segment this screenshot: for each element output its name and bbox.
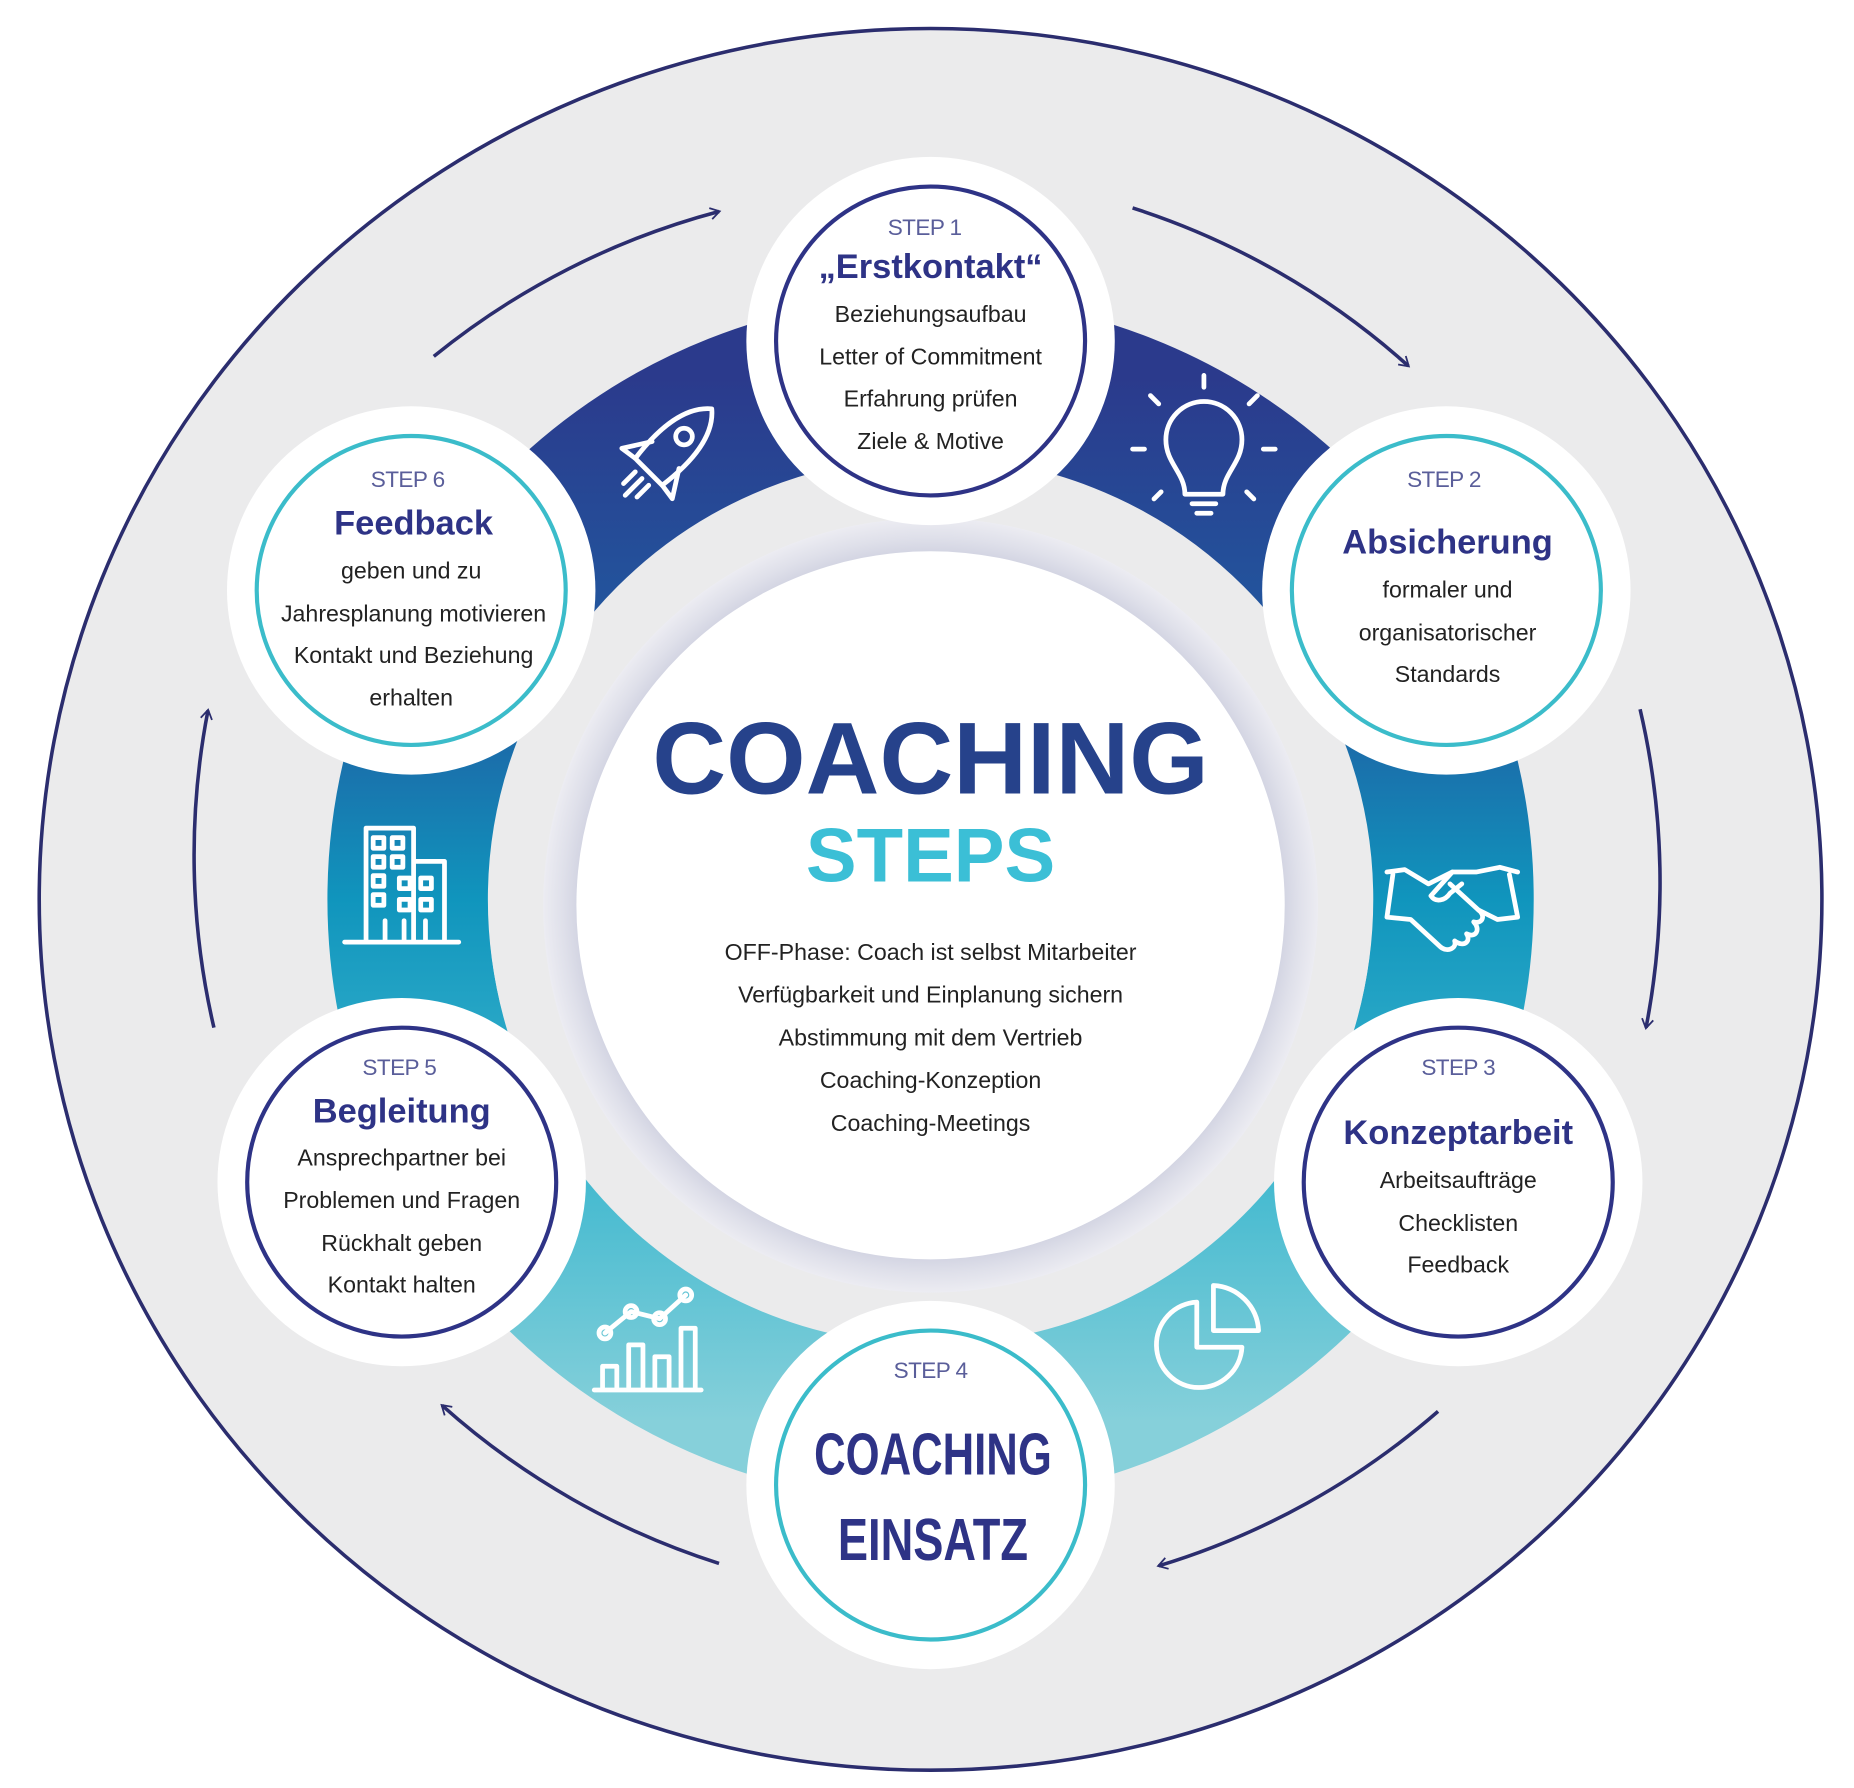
step-title-line: EINSATZ [838, 1506, 1028, 1573]
step-label: STEP 4 [894, 1358, 968, 1383]
arrow-5-to-6 [192, 708, 216, 1029]
step-line: Problemen und Fragen [283, 1187, 520, 1213]
step-1-circle: STEP 1 „Erstkontakt“ Beziehungsaufbau Le… [746, 156, 1115, 526]
arrow-6-to-1 [432, 207, 722, 358]
step-title: Absicherung [1342, 524, 1553, 562]
step-4-circle: STEP 4 COACHING EINSATZ [746, 1300, 1115, 1670]
pie-chart-icon [1154, 1283, 1261, 1390]
step-2-circle: STEP 2 Absicherung formaler und organisa… [1262, 406, 1631, 775]
step-line: Checklisten [1398, 1210, 1518, 1236]
step-line: Rückhalt geben [321, 1230, 482, 1256]
bar-line-chart-icon [591, 1286, 704, 1393]
step-label: STEP 1 [888, 215, 962, 240]
step-5-circle: STEP 5 Begleitung Ansprechpartner bei Pr… [217, 997, 586, 1367]
step-title: Konzeptarbeit [1343, 1114, 1573, 1152]
step-line: Kontakt und Beziehung [294, 642, 534, 668]
step-line: Ziele & Motive [857, 428, 1004, 454]
rocket-icon [619, 406, 715, 502]
step-line: erhalten [369, 685, 453, 711]
arrow-2-to-3 [1638, 708, 1662, 1031]
step-line: formaler und [1383, 577, 1513, 603]
step-line: geben und zu [341, 558, 481, 584]
arrow-4-to-5 [440, 1403, 720, 1566]
step-title: Begleitung [313, 1093, 491, 1131]
step-label: STEP 3 [1421, 1055, 1495, 1080]
building-icon [342, 825, 462, 945]
step-line: Standards [1395, 661, 1501, 687]
cycle-arrows [192, 206, 1662, 1570]
step-line: Arbeitsaufträge [1380, 1167, 1537, 1193]
center-line: Coaching-Konzeption [820, 1067, 1041, 1093]
center-subtitle: STEPS [806, 814, 1055, 899]
center-line: Coaching-Meetings [831, 1110, 1031, 1136]
step-label: STEP 2 [1407, 467, 1481, 492]
step-title-line: COACHING [814, 1420, 1052, 1487]
step-line: Jahresplanung motivieren [281, 600, 546, 626]
handshake-icon [1384, 864, 1521, 952]
center-line: OFF-Phase: Coach ist selbst Mitarbeiter [725, 939, 1137, 965]
step-title: „Erstkontakt“ [819, 248, 1043, 286]
center-line: Verfügbarkeit und Einplanung sichern [738, 982, 1123, 1008]
step-line: Kontakt halten [328, 1272, 476, 1298]
arrow-3-to-4 [1156, 1410, 1440, 1570]
step-label: STEP 6 [371, 467, 445, 492]
step-title: Feedback [334, 505, 494, 543]
step-line: Letter of Commitment [819, 344, 1042, 370]
lightbulb-icon [1130, 373, 1278, 516]
center-title: COACHING [652, 701, 1208, 816]
step-3-circle: STEP 3 Konzeptarbeit Arbeitsaufträge Che… [1274, 997, 1643, 1367]
center-circle [576, 551, 1285, 1260]
step-6-circle: STEP 6 Feedback geben und zu Jahresplanu… [226, 406, 596, 775]
step-line: Beziehungsaufbau [835, 301, 1027, 327]
step-label: STEP 5 [362, 1055, 436, 1080]
arrow-1-to-2 [1132, 206, 1411, 368]
step-line: Erfahrung prüfen [844, 385, 1018, 411]
step-line: organisatorischer [1359, 619, 1537, 645]
step-line: Ansprechpartner bei [297, 1144, 506, 1170]
center-line: Abstimmung mit dem Vertrieb [779, 1024, 1083, 1050]
step-line: Feedback [1407, 1251, 1509, 1277]
